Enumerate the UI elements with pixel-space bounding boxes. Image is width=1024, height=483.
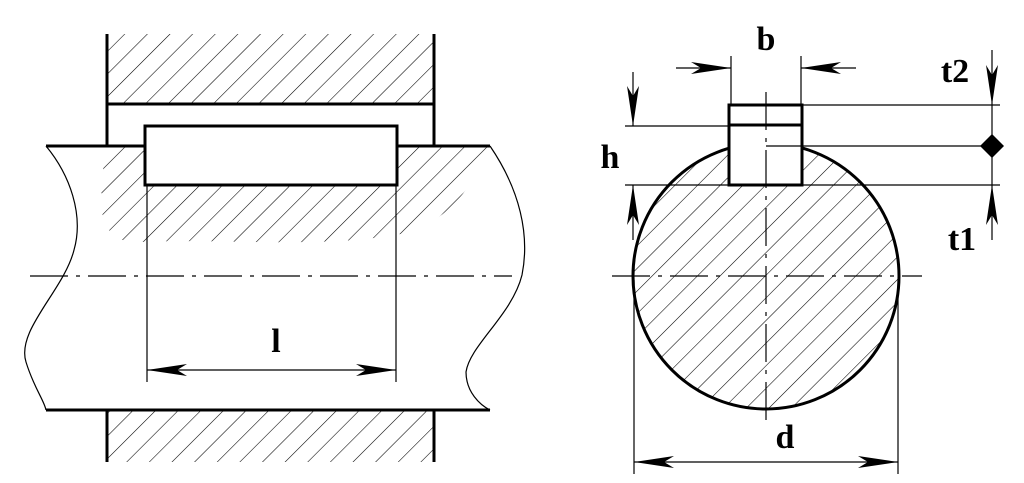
diamond-marker [980, 134, 1004, 158]
dimension-t1-t2: t2 t1 [766, 50, 1004, 258]
dimension-l: l [146, 186, 397, 382]
dimension-b: b [676, 21, 856, 106]
label-h: h [601, 139, 620, 176]
key [143, 124, 399, 187]
dimension-d: d [633, 280, 899, 474]
hub-bottom-section [107, 410, 434, 462]
label-d: d [776, 419, 795, 456]
label-t2: t2 [941, 53, 969, 90]
shaft-local-section [101, 146, 490, 243]
label-l: l [271, 323, 280, 360]
label-b: b [757, 21, 776, 58]
hub-top-section [107, 34, 434, 104]
side-view: l [24, 34, 526, 462]
label-t1: t1 [948, 221, 976, 258]
dimension-h: h [601, 72, 729, 240]
hub-outline [105, 34, 436, 462]
cross-section-view: b h t2 t1 [601, 21, 1004, 474]
